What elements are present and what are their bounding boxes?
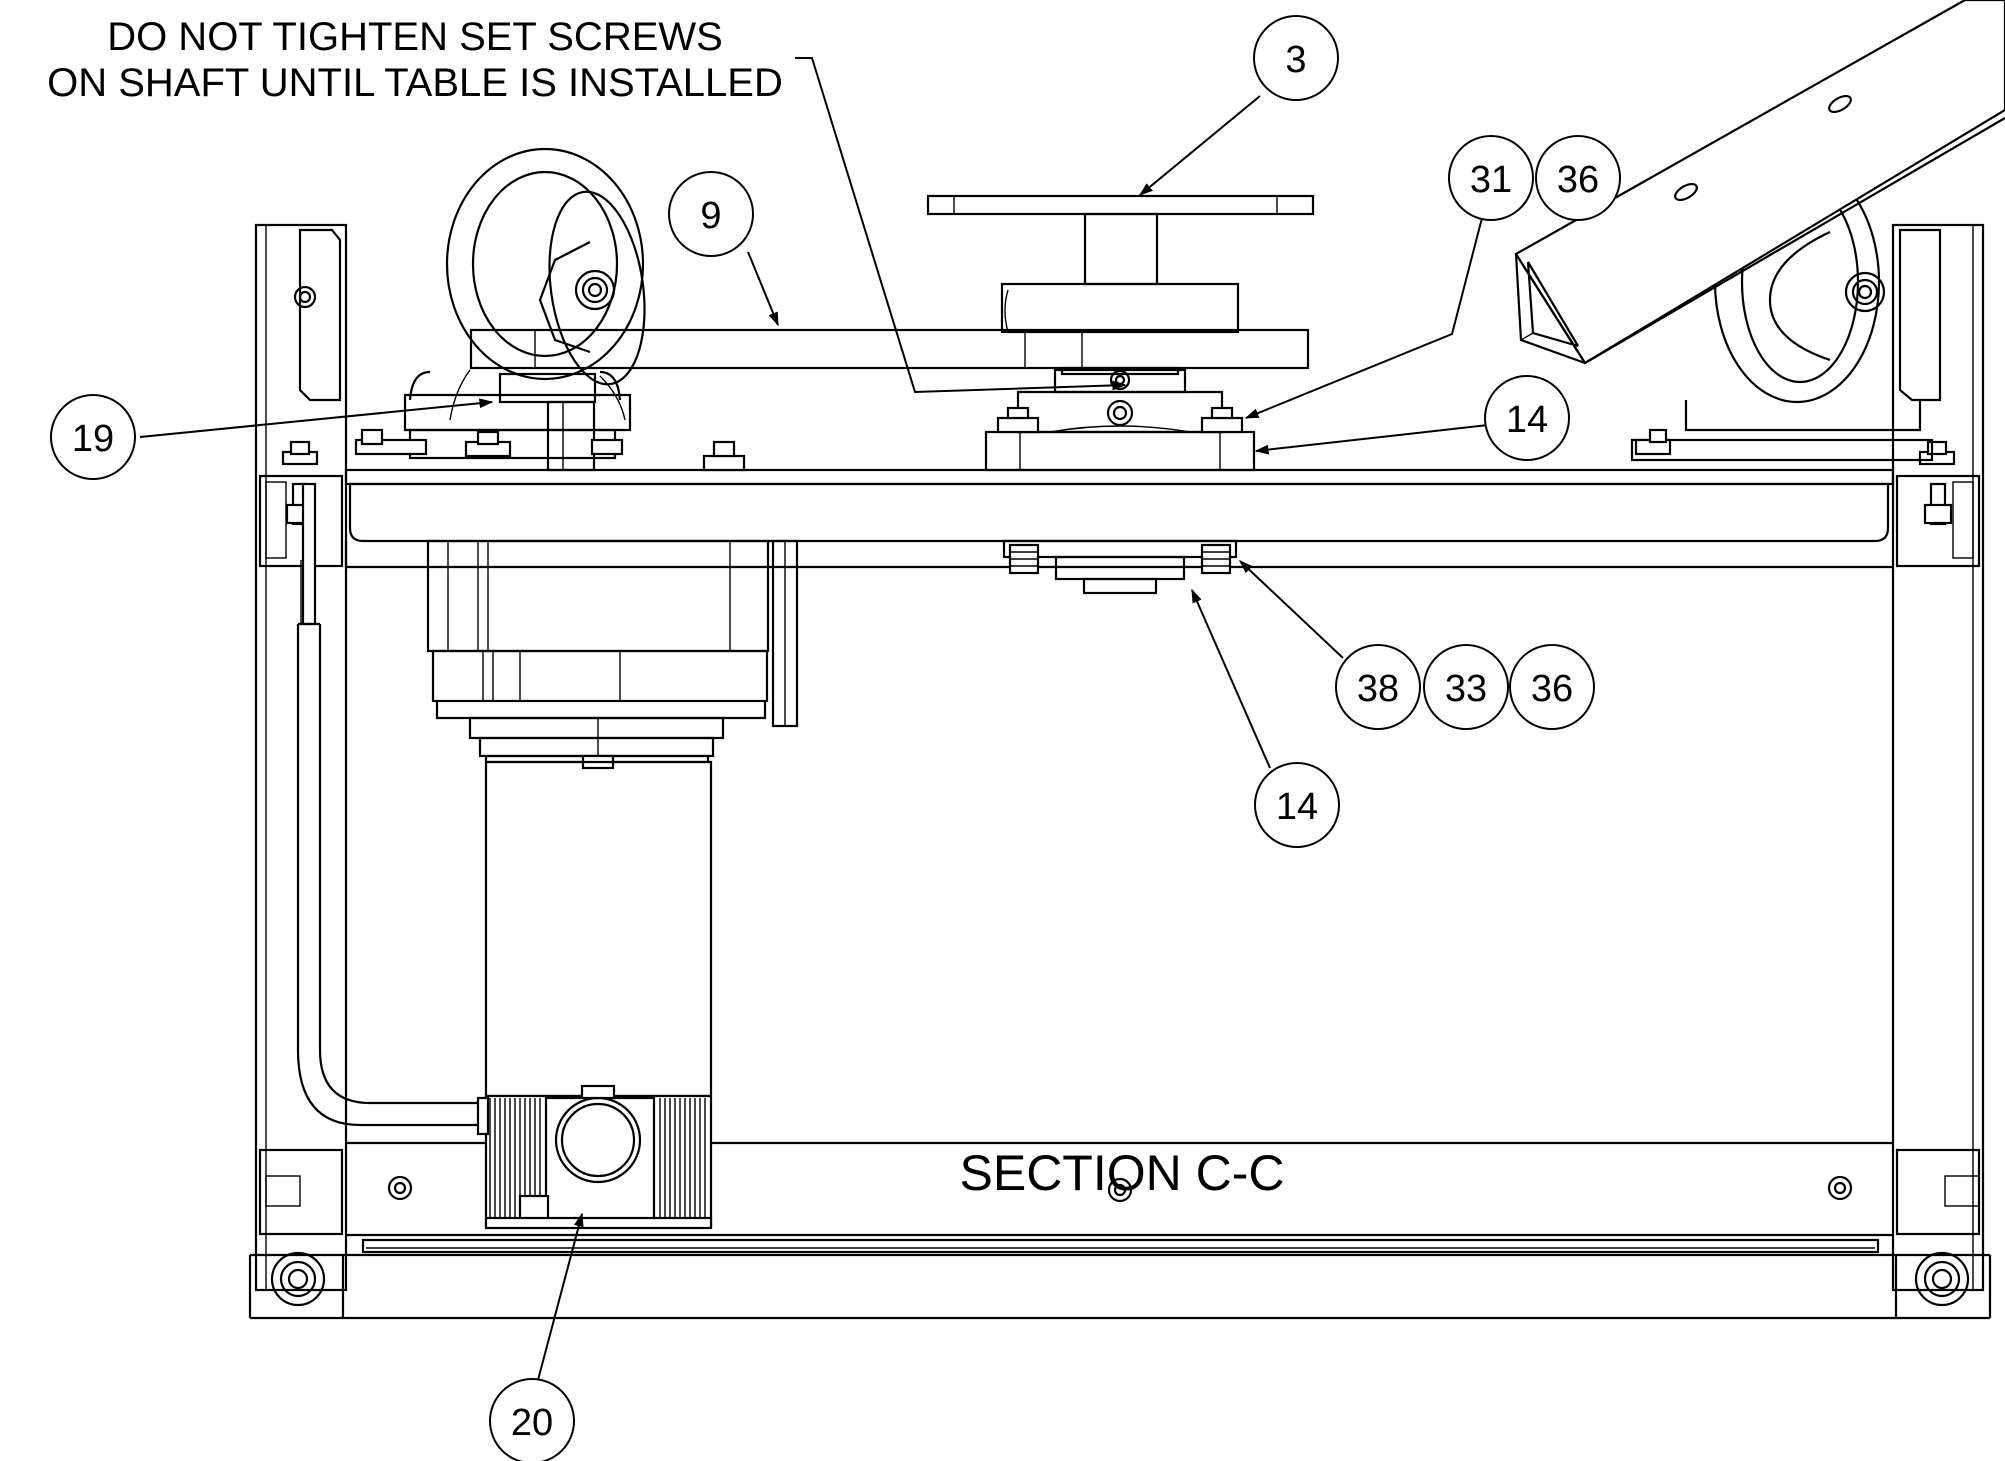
balloon-36-lower: 36 <box>1509 644 1595 730</box>
svg-text:33: 33 <box>1445 668 1487 710</box>
svg-text:20: 20 <box>511 1402 553 1444</box>
svg-text:31: 31 <box>1470 159 1512 201</box>
balloon-14-lower: 14 <box>1254 762 1340 848</box>
note-line-1: DO NOT TIGHTEN SET SCREWS <box>107 15 723 59</box>
balloon-9: 9 <box>668 171 754 257</box>
balloon-36-upper: 36 <box>1535 135 1621 221</box>
note-line-2: ON SHAFT UNTIL TABLE IS INSTALLED <box>47 61 783 105</box>
svg-text:38: 38 <box>1357 668 1399 710</box>
svg-text:36: 36 <box>1531 668 1573 710</box>
balloon-20: 20 <box>489 1378 575 1461</box>
svg-text:3: 3 <box>1285 39 1306 81</box>
balloon-14-upper: 14 <box>1484 375 1570 461</box>
svg-text:14: 14 <box>1276 786 1318 828</box>
balloon-3: 3 <box>1253 15 1339 101</box>
balloon-19: 19 <box>50 394 136 480</box>
svg-text:19: 19 <box>72 418 114 460</box>
drive-arm <box>469 328 1310 472</box>
square-tube <box>1514 0 2005 365</box>
svg-text:36: 36 <box>1557 159 1599 201</box>
svg-text:9: 9 <box>700 195 721 237</box>
spindle-assembly <box>926 194 1315 595</box>
balloon-31: 31 <box>1448 135 1534 221</box>
balloon-38: 38 <box>1335 644 1421 730</box>
svg-text:14: 14 <box>1506 399 1548 441</box>
section-title: SECTION C-C <box>960 1145 1285 1201</box>
note-leader <box>795 57 1127 394</box>
gear-motor <box>296 482 799 1230</box>
balloon-33: 33 <box>1423 644 1509 730</box>
leader-lines <box>139 95 1489 1381</box>
left-caster <box>354 147 746 472</box>
